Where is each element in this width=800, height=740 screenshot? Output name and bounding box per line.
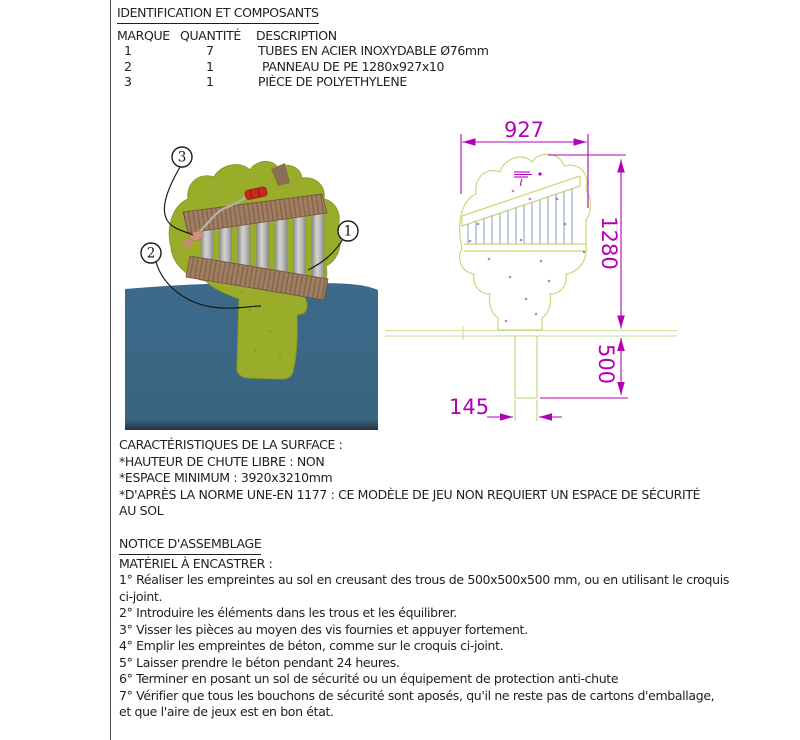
- assembly-step-1: 1° Réaliser les empreintes au sol en cre…: [119, 572, 729, 604]
- dim-145-label: 145: [449, 395, 489, 419]
- assembly-subtitle: MATÉRIEL À ENCASTRER :: [119, 555, 273, 571]
- surface-section: CARACTÉRISTIQUES DE LA SURFACE : *HAUTEU…: [119, 437, 719, 520]
- row-2-quantite: 1: [206, 58, 214, 74]
- assembly-step-5: 5° Laisser prendre le béton pendant 24 h…: [119, 654, 400, 670]
- surface-line-1: *HAUTEUR DE CHUTE LIBRE : NON: [119, 453, 325, 469]
- dim-145: 145: [449, 395, 562, 421]
- surface-line-2: *ESPACE MINIMUM : 3920x3210mm: [119, 470, 333, 485]
- assembly-step-4: 4° Emplir les empreintes de béton, comme…: [119, 638, 504, 653]
- mallet-cord: [197, 195, 248, 234]
- col-header-quantite: QUANTITÉ: [180, 27, 241, 43]
- dim-1280-label: 1280: [597, 216, 621, 269]
- row-1-description: TUBES EN ACIER INOXYDABLE Ø76mm: [258, 43, 489, 58]
- callout-3-leader: [163, 166, 194, 236]
- surface-title: CARACTÉRISTIQUES DE LA SURFACE :: [119, 437, 343, 452]
- row-1-marque: 1: [124, 43, 132, 58]
- callout-3-number: 3: [178, 150, 187, 166]
- bottom-rail: [185, 255, 329, 301]
- dimensions: 927 1280 500 145: [449, 118, 628, 421]
- callout-1-number: 1: [344, 224, 353, 240]
- rail-end-knob: [189, 230, 203, 242]
- left-border-line: [110, 0, 111, 740]
- row-1-quantite: 7: [206, 43, 214, 58]
- screw-specks: [468, 189, 586, 323]
- row-3-description: PIÈCE DE POLYETHYLENE: [258, 74, 407, 89]
- tube-lines: [467, 188, 573, 244]
- callout-2-number: 2: [147, 246, 156, 262]
- technical-drawing: 927 1280 500 145: [385, 118, 677, 421]
- identification-title: IDENTIFICATION ET COMPOSANTS: [117, 5, 319, 24]
- support-wedge: [271, 163, 290, 186]
- steel-tubes: [200, 206, 325, 295]
- rail-outline-bottom: [464, 243, 586, 252]
- surface-line-3: *D'APRÈS LA NORME UNE-EN 1177 : CE MODÈL…: [119, 486, 701, 519]
- rail-outline-top: [461, 175, 581, 227]
- dim-927-label: 927: [504, 118, 544, 142]
- assembly-title: NOTICE D'ASSEMBLAGE: [119, 536, 262, 555]
- mallet: [244, 186, 268, 200]
- callout-bubbles: 3 2 1: [140, 146, 359, 264]
- mallet-detail: [514, 171, 542, 187]
- col-header-marque: MARQUE: [117, 27, 170, 43]
- assembly-step-7: 7° Vérifier que tous les bouchons de séc…: [119, 687, 715, 720]
- assembly-step-2: 2° Introduire les éléments dans les trou…: [119, 605, 457, 620]
- post-outline: [514, 336, 538, 399]
- assembly-step-6: 6° Terminer en posant un sol de sécurité…: [119, 671, 619, 686]
- callouts: [155, 166, 344, 309]
- callout-1-leader: [307, 238, 344, 271]
- assembly-section: NOTICE D'ASSEMBLAGE MATÉRIEL À ENCASTRER…: [119, 536, 729, 721]
- panel-specks: [240, 290, 282, 357]
- dim-1280: 1280: [548, 154, 626, 329]
- dim-500: 500: [540, 338, 628, 399]
- components-table: MARQUE QUANTITÉ DESCRIPTION 1 7 TUBES EN…: [117, 28, 637, 90]
- row-3-marque: 3: [124, 74, 132, 89]
- dim-500-label: 500: [594, 344, 618, 384]
- panel-outline: [459, 153, 592, 421]
- rail-end-knob-small: [184, 239, 192, 247]
- callout-2-leader: [155, 261, 262, 309]
- ground-lines: [385, 326, 677, 340]
- identification-section: IDENTIFICATION ET COMPOSANTS MARQUE QUAN…: [117, 5, 637, 90]
- row-2-description: PANNEAU DE PE 1280x927x10: [262, 58, 445, 74]
- dim-927: 927: [460, 118, 589, 208]
- top-rail: [182, 193, 328, 234]
- colored-illustration: 3 2 1: [125, 146, 378, 430]
- assembly-step-3: 3° Visser les pièces au moyen des vis fo…: [119, 621, 528, 637]
- row-3-quantite: 1: [206, 74, 214, 89]
- col-header-description: DESCRIPTION: [256, 27, 337, 43]
- row-2-marque: 2: [124, 58, 132, 74]
- post-extension-ticks: [514, 400, 538, 421]
